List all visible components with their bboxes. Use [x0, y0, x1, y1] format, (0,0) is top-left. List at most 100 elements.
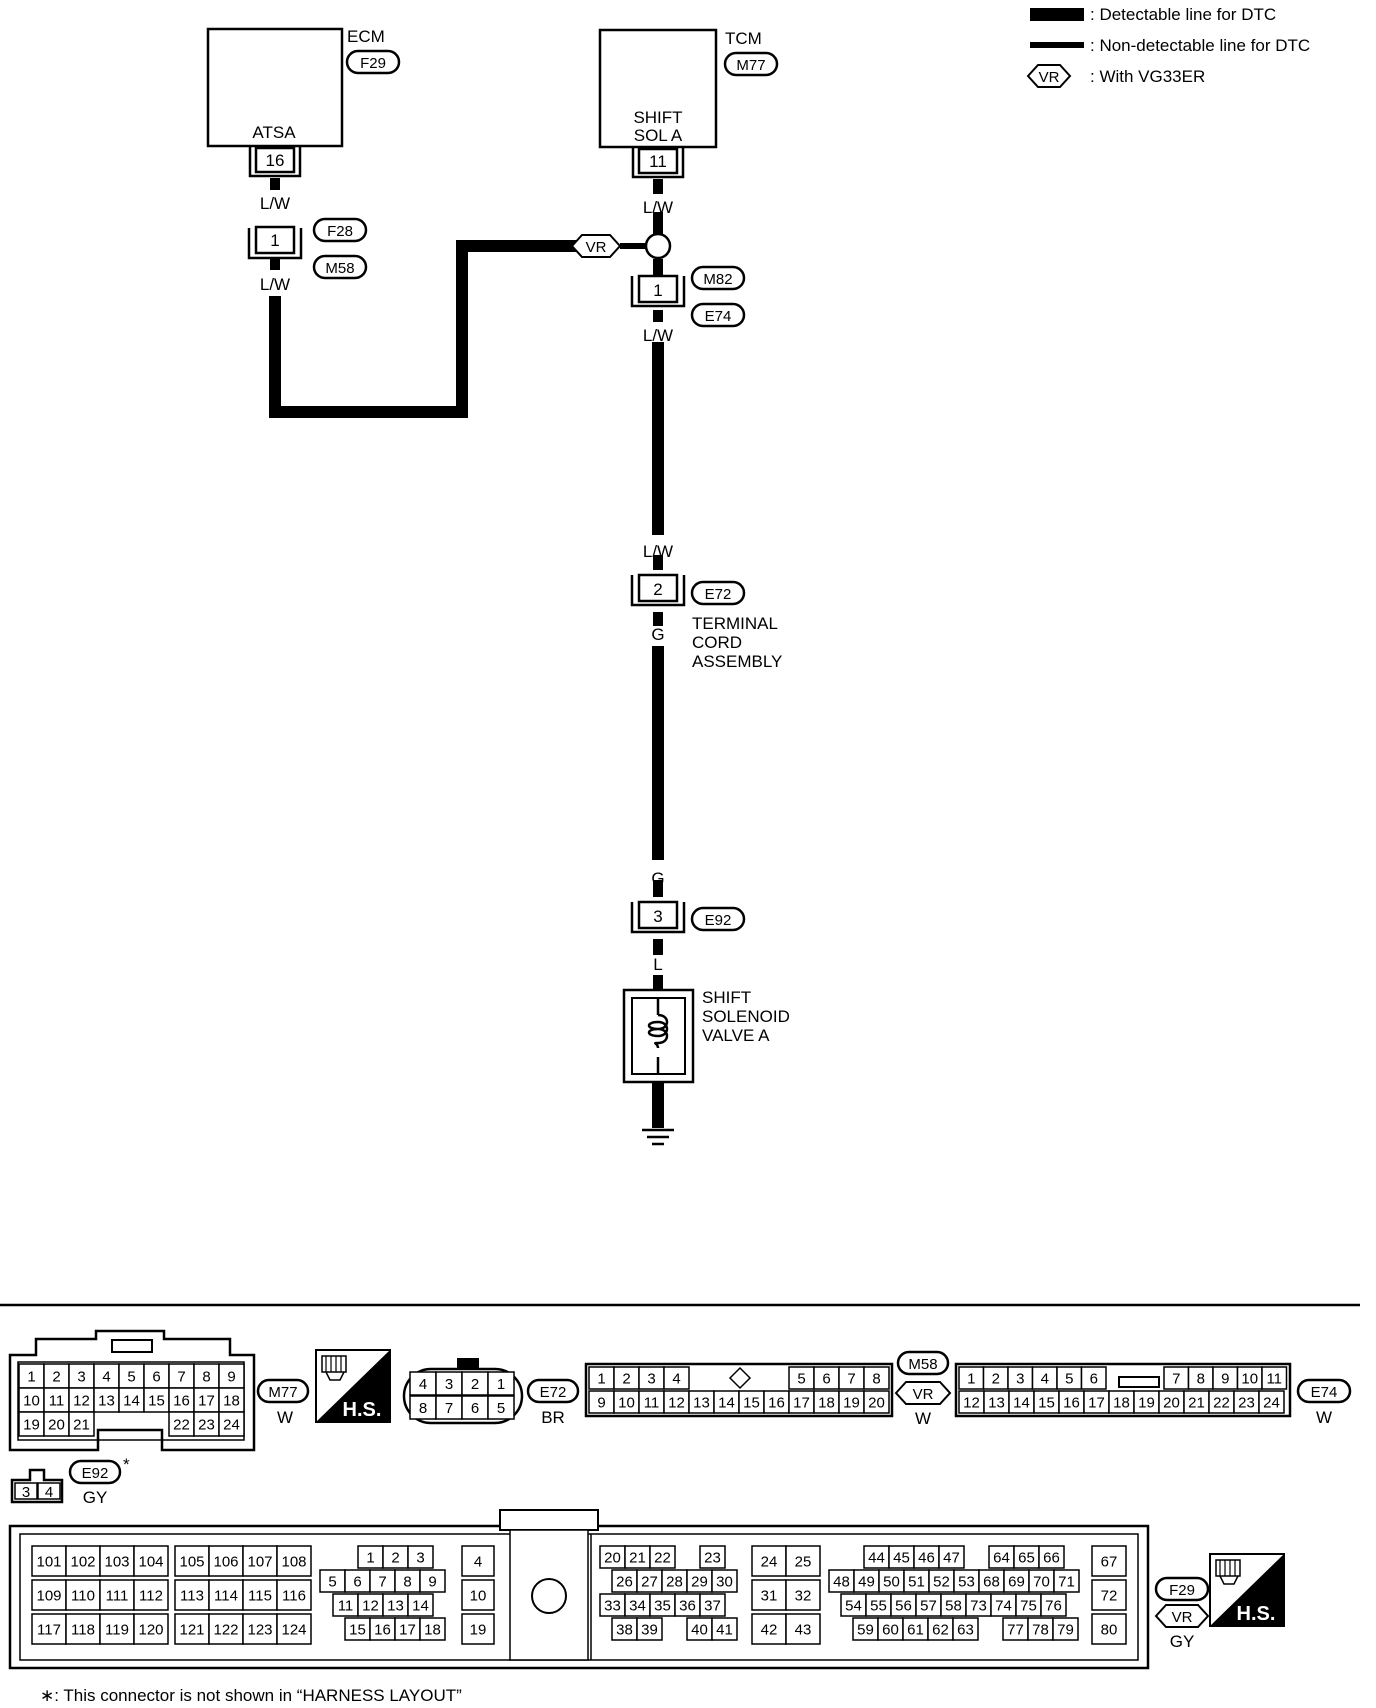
connector-pin-label: 5	[127, 1369, 135, 1386]
connector-pin-label: 24	[761, 1554, 778, 1571]
connector-pin-label: 30	[716, 1574, 733, 1591]
vr-badge-icon	[894, 1381, 952, 1405]
shift-solenoid-valve-a: SHIFT SOLENOID VALVE A	[622, 988, 790, 1084]
connector-pin-cell	[1091, 1545, 1127, 1577]
connector-pin-label: 60	[882, 1622, 899, 1639]
wire-color-label: L/W	[643, 542, 673, 561]
connector-pin-cell	[1261, 1366, 1288, 1390]
svg-text:1: 1	[270, 231, 279, 250]
connector-pin-cell	[68, 1387, 95, 1413]
connector-pin-label: 15	[1038, 1395, 1055, 1412]
connector-pin-label: 23	[198, 1417, 215, 1434]
connector-pin-label: 13	[98, 1393, 115, 1410]
connector-pin-cell	[208, 1613, 244, 1645]
connector-pin-label: 9	[597, 1395, 605, 1412]
connector-pin-label: 72	[1101, 1588, 1118, 1605]
connector-pin-cell	[133, 1545, 169, 1577]
connector-pin-label: 5	[797, 1371, 805, 1388]
tcm-terminal-label: SHIFT	[633, 108, 682, 127]
connector-pin-cell	[242, 1545, 278, 1577]
connector-id: F28	[327, 223, 353, 240]
ecm-title: ECM	[347, 27, 385, 46]
connector-pin-label: 5	[497, 1400, 505, 1417]
connector-pin-label: 39	[641, 1622, 658, 1639]
connector-pin-cell	[1040, 1593, 1067, 1617]
connector-pin-label: 3	[77, 1369, 85, 1386]
tcm-terminal-label: SOL A	[634, 126, 683, 145]
connector-pin-cell	[751, 1613, 787, 1645]
tcm-unit: TCM M77 SHIFT SOL A 11	[598, 28, 779, 179]
connector-pin-label: 111	[106, 1588, 129, 1605]
svg-text:VR: VR	[586, 239, 607, 256]
wire-color-label: G	[651, 625, 664, 644]
connector-pin-label: 63	[957, 1622, 974, 1639]
connector-pin-label: 2	[622, 1371, 630, 1388]
connector-pin-label: 7	[1172, 1371, 1180, 1388]
connector-pin-cell	[461, 1613, 495, 1645]
connector-pin-label: 28	[666, 1574, 683, 1591]
connector-id: M82	[703, 271, 732, 288]
connector-pin-label: 13	[693, 1395, 710, 1412]
connector-pin-cell	[407, 1545, 434, 1569]
hs-label: H.S.	[343, 1399, 382, 1421]
connector-pin-label: 18	[223, 1393, 240, 1410]
connector-pin-label: 116	[282, 1588, 306, 1605]
ecm-connector-id: F29	[360, 55, 386, 72]
connector-pin-label: 33	[604, 1598, 621, 1615]
connector-pin-label: 7	[378, 1574, 386, 1591]
connector-pin-cell	[663, 1366, 690, 1390]
solenoid-label: SHIFT	[702, 988, 751, 1007]
connector-pin-label: 4	[102, 1369, 110, 1386]
harness-side-badge: H.S.	[1209, 1553, 1285, 1627]
detectable-wire-atsa	[269, 240, 580, 418]
connector-pin-label: 16	[173, 1393, 190, 1410]
connector-pin-label: 29	[691, 1574, 708, 1591]
connector-pin-label: 46	[918, 1550, 935, 1567]
legend-detectable-text: : Detectable line for DTC	[1090, 5, 1276, 24]
connector-pin-label: 105	[179, 1554, 204, 1571]
connector-pin-label: 6	[822, 1371, 830, 1388]
connector-pin-label: 23	[1238, 1395, 1255, 1412]
connector-pin-label: 2	[471, 1376, 479, 1393]
connector-pin-label: 19	[23, 1417, 40, 1434]
terminal-cord-label: CORD	[692, 633, 742, 652]
terminal-cord-label: ASSEMBLY	[692, 652, 782, 671]
svg-text:1: 1	[653, 281, 662, 300]
connector-pin-label: 4	[419, 1376, 427, 1393]
connector-pin-label: 74	[995, 1598, 1012, 1615]
connector-pin-cell	[276, 1545, 312, 1577]
connector-id: E74	[1311, 1384, 1338, 1401]
connector-pin-label: 117	[37, 1622, 61, 1639]
wire-color-label: L	[653, 955, 662, 974]
connector-pin-label: 1	[497, 1376, 505, 1393]
connector-color: W	[1316, 1408, 1332, 1427]
connector-color: W	[277, 1408, 293, 1427]
wire-color-label: L/W	[643, 198, 673, 217]
harness-side-badge: H.S.	[315, 1349, 391, 1423]
wires	[269, 178, 664, 1128]
connector-pin-label: 12	[362, 1598, 379, 1615]
connector-pin-label: 106	[213, 1554, 238, 1571]
hs-label: H.S.	[1237, 1603, 1276, 1625]
connector-pin-label: 64	[993, 1550, 1010, 1567]
connector-pin-cell	[174, 1613, 210, 1645]
connector-pin-label: 23	[704, 1550, 721, 1567]
ecm-terminal-label: ATSA	[252, 123, 296, 142]
joint-connector-m82: 1 M82 E74	[630, 265, 746, 328]
connector-pin-label: 101	[36, 1554, 61, 1571]
connector-pin-label: 2	[391, 1550, 399, 1567]
asterisk-mark: *	[123, 1455, 130, 1474]
connector-pin-label: 1	[597, 1371, 605, 1388]
connector-pin-cell	[419, 1569, 446, 1593]
connector-pin-cell	[18, 1387, 45, 1413]
connector-pin-label: 62	[932, 1622, 949, 1639]
connector-pin-label: 17	[793, 1395, 810, 1412]
wire-color-label: L/W	[260, 275, 290, 294]
connector-pin-label: 20	[1163, 1395, 1180, 1412]
connector-pin-label: 22	[654, 1550, 671, 1567]
connector-pin-cell	[461, 1545, 495, 1577]
connector-pin-label: 20	[868, 1395, 885, 1412]
connector-pin-label: 20	[48, 1417, 65, 1434]
connector-pin-cell	[699, 1593, 726, 1617]
